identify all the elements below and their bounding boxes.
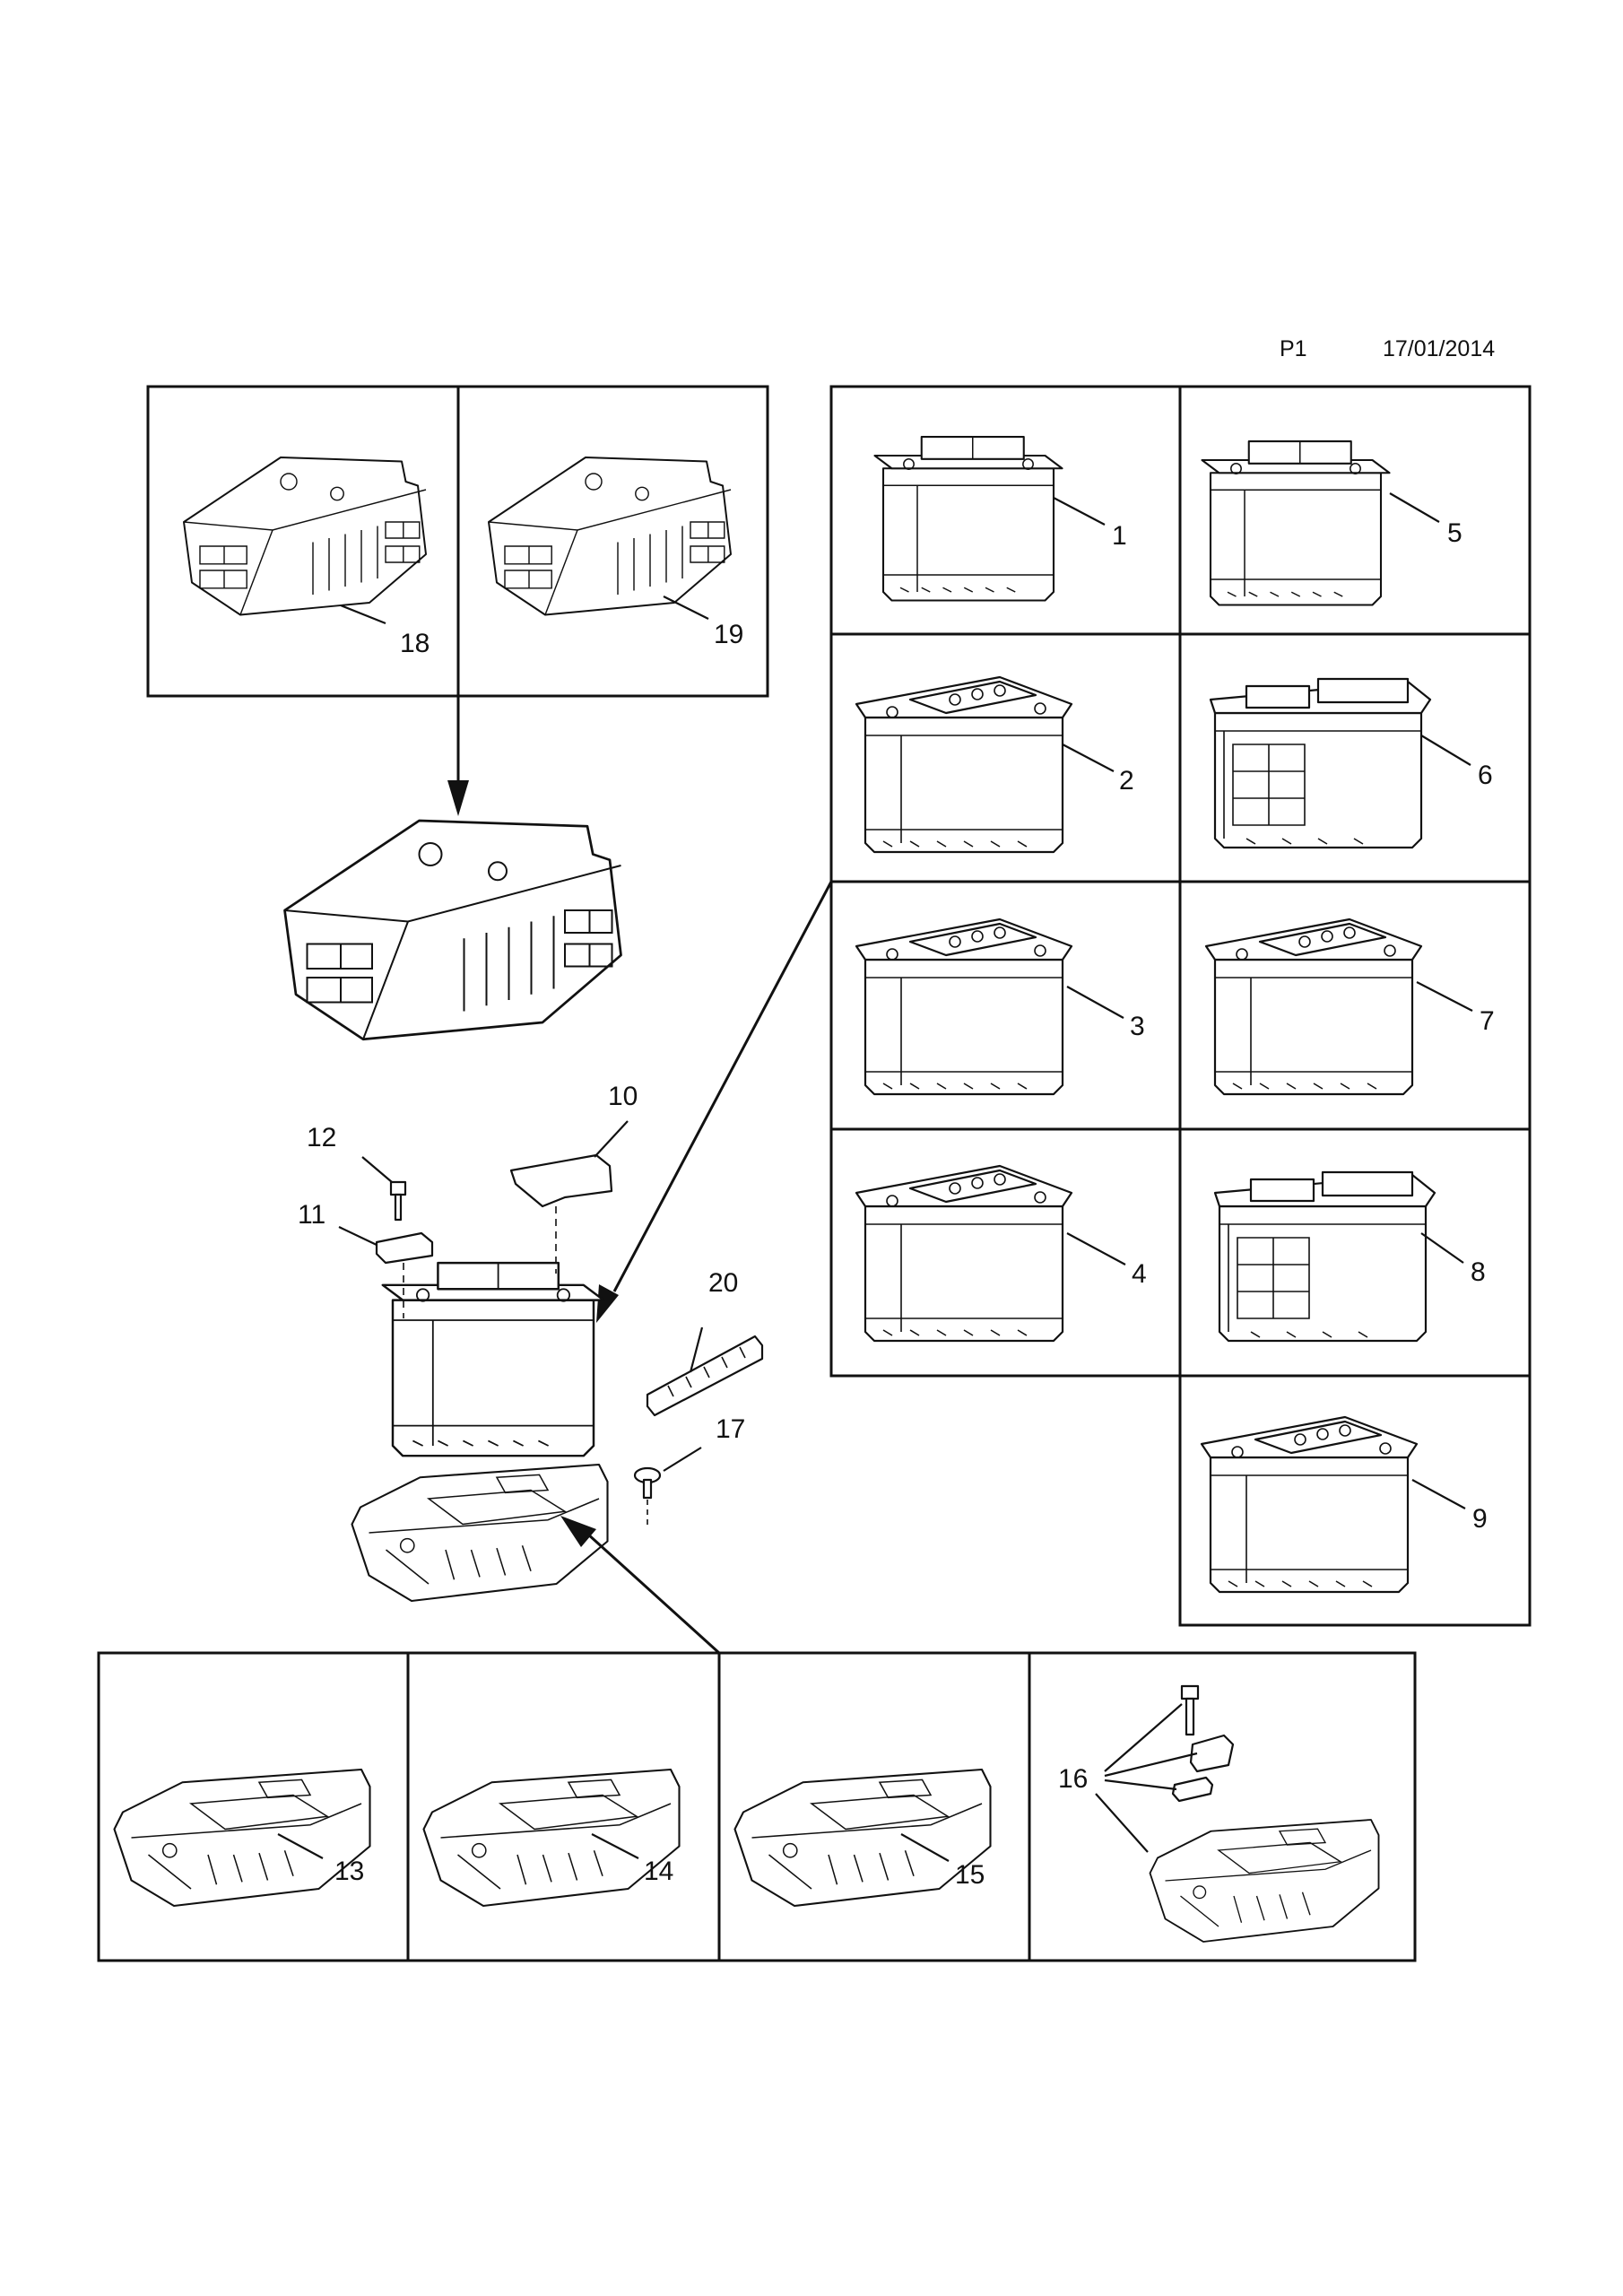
tray-13 bbox=[113, 1768, 371, 1908]
callout-4: 4 bbox=[1132, 1259, 1147, 1289]
pad-10 bbox=[509, 1153, 613, 1208]
tray-16 bbox=[1149, 1819, 1380, 1943]
battery-2 bbox=[855, 675, 1073, 854]
callout-7: 7 bbox=[1480, 1006, 1495, 1036]
callout-2: 2 bbox=[1119, 766, 1134, 796]
callout-15: 15 bbox=[955, 1860, 985, 1890]
tray-14 bbox=[422, 1768, 681, 1908]
print-date: 17/01/2014 bbox=[1383, 336, 1495, 361]
callout-3: 3 bbox=[1130, 1012, 1145, 1041]
callout-20: 20 bbox=[708, 1268, 738, 1298]
battery-7 bbox=[1204, 918, 1423, 1096]
callout-14: 14 bbox=[644, 1857, 673, 1886]
clamp-11 bbox=[375, 1231, 434, 1265]
bolt-12 bbox=[389, 1180, 407, 1222]
battery-cover-assembled bbox=[283, 819, 622, 1041]
strip-20 bbox=[646, 1335, 764, 1417]
screw-17 bbox=[633, 1466, 662, 1500]
callout-17: 17 bbox=[716, 1414, 745, 1444]
battery-4 bbox=[855, 1164, 1073, 1343]
page-number: P1 bbox=[1280, 336, 1307, 361]
battery-6 bbox=[1209, 677, 1432, 849]
callout-16: 16 bbox=[1058, 1764, 1088, 1794]
callout-19: 19 bbox=[714, 620, 743, 649]
battery-cover-18 bbox=[183, 457, 427, 616]
battery-tray bbox=[351, 1463, 609, 1603]
callout-5: 5 bbox=[1447, 518, 1462, 548]
callout-12: 12 bbox=[307, 1123, 336, 1152]
battery-1 bbox=[873, 436, 1063, 602]
callout-10: 10 bbox=[608, 1082, 638, 1111]
callout-18: 18 bbox=[400, 629, 430, 658]
callout-13: 13 bbox=[334, 1857, 364, 1886]
battery-cover-19 bbox=[488, 457, 732, 616]
tray-variants-frame bbox=[97, 1651, 1417, 1962]
fastener-kit-16 bbox=[1171, 1684, 1235, 1803]
callout-9: 9 bbox=[1472, 1504, 1488, 1534]
callout-6: 6 bbox=[1478, 761, 1493, 790]
battery-installed bbox=[381, 1261, 605, 1457]
callout-11: 11 bbox=[298, 1200, 325, 1230]
callout-8: 8 bbox=[1471, 1257, 1486, 1287]
tray-15 bbox=[733, 1768, 992, 1908]
battery-8 bbox=[1213, 1170, 1436, 1343]
battery-5 bbox=[1201, 440, 1391, 606]
battery-3 bbox=[855, 918, 1073, 1096]
battery-9 bbox=[1200, 1415, 1419, 1594]
callout-1: 1 bbox=[1112, 521, 1127, 551]
